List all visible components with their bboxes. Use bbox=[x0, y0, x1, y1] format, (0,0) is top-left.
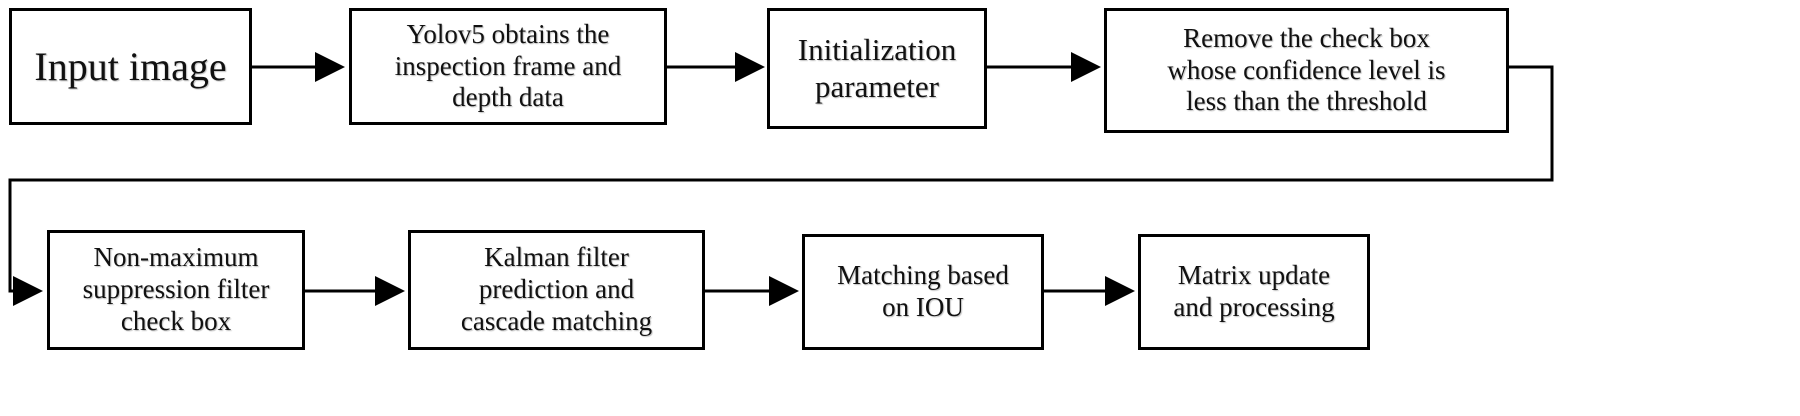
node-init-param: Initialization parameter bbox=[767, 8, 987, 129]
node-remove-box-label: Remove the check box whose confidence le… bbox=[1167, 22, 1446, 117]
node-matrix-label: Matrix update and processing bbox=[1173, 260, 1335, 322]
node-init-param-label: Initialization parameter bbox=[797, 31, 957, 104]
node-kalman: Kalman filter prediction and cascade mat… bbox=[408, 230, 705, 350]
node-nms: Non-maximum suppression filter check box bbox=[47, 230, 305, 350]
node-input-image: Input image bbox=[9, 8, 252, 125]
node-iou: Matching based on IOU bbox=[802, 234, 1044, 350]
node-iou-label: Matching based on IOU bbox=[837, 260, 1009, 322]
node-remove-box: Remove the check box whose confidence le… bbox=[1104, 8, 1509, 133]
arrow-remove-to-nms bbox=[8, 65, 1554, 306]
node-yolov5: Yolov5 obtains the inspection frame and … bbox=[349, 8, 667, 125]
node-nms-label: Non-maximum suppression filter check box bbox=[82, 242, 270, 336]
node-yolov5-label: Yolov5 obtains the inspection frame and … bbox=[394, 18, 622, 113]
node-matrix: Matrix update and processing bbox=[1138, 234, 1370, 350]
node-input-image-label: Input image bbox=[34, 43, 227, 89]
node-kalman-label: Kalman filter prediction and cascade mat… bbox=[460, 242, 653, 336]
